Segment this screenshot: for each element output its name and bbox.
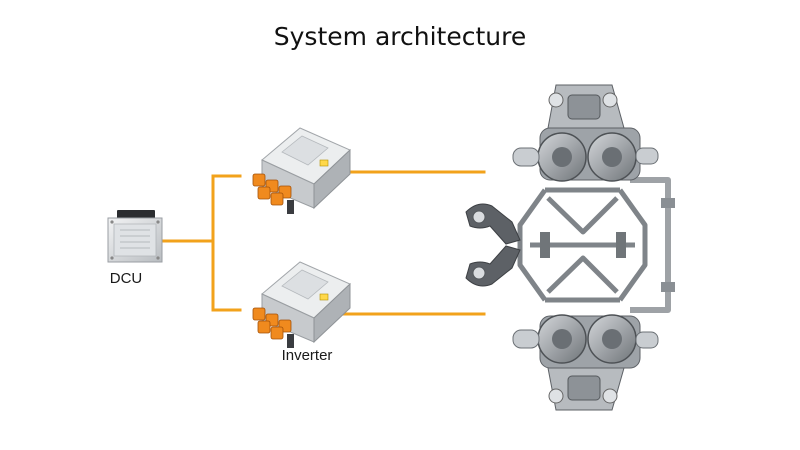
connection-lines — [161, 170, 486, 316]
inverter-unit-icon — [252, 127, 351, 214]
inverter-label: Inverter — [281, 347, 333, 364]
inverter-unit-icon — [252, 261, 351, 348]
dual-motor-axle-icon — [465, 84, 675, 411]
page-title: System architecture — [273, 22, 527, 51]
dcu-label: DCU — [109, 270, 143, 287]
dcu-module-icon — [107, 210, 163, 263]
